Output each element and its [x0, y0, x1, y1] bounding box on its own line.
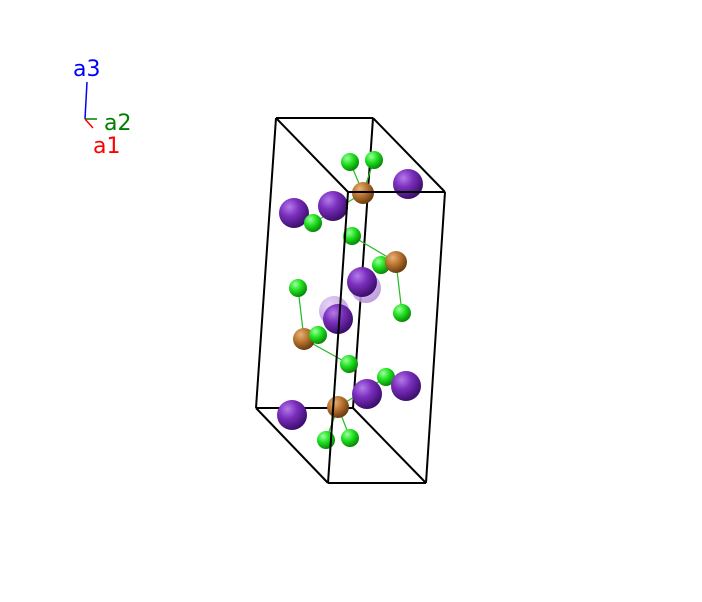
green-atom [341, 153, 359, 171]
a3-axis-line [84, 81, 88, 120]
purple-atom [277, 400, 307, 430]
brown-atom [385, 251, 407, 273]
green-atom [377, 368, 395, 386]
purple-atom [391, 371, 421, 401]
green-atom [340, 355, 358, 373]
brown-atom [327, 396, 349, 418]
purple-atom [347, 267, 377, 297]
green-atom [393, 304, 411, 322]
purple-atom [393, 169, 423, 199]
a1-axis-label: a1 [93, 134, 120, 159]
green-atom [309, 326, 327, 344]
purple-atom [352, 379, 382, 409]
unit-cell-front [275, 117, 446, 484]
atoms [277, 151, 423, 449]
green-atom [341, 429, 359, 447]
purple-atom [323, 304, 353, 334]
green-atom [304, 214, 322, 232]
green-atom [343, 227, 361, 245]
green-atom [289, 279, 307, 297]
a2-axis-label: a2 [104, 111, 131, 136]
purple-atom [318, 191, 348, 221]
green-atom [365, 151, 383, 169]
purple-atom [279, 198, 309, 228]
a1-axis-line [84, 118, 94, 129]
axis-indicator: a3 a2 a1 [73, 57, 131, 159]
bonds [297, 159, 403, 441]
a3-axis-label: a3 [73, 57, 100, 82]
